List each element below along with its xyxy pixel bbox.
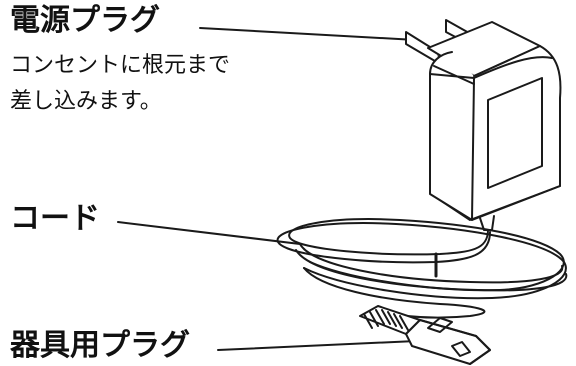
power-plug-leader-line	[199, 27, 417, 41]
appliance-plug-icon	[359, 305, 491, 365]
appliance-plug-label: 器具用プラグ	[10, 328, 190, 363]
cord-label: コード	[10, 201, 100, 236]
appliance-plug-leader-line	[217, 339, 439, 351]
power-plug-label: 電源プラグ	[10, 3, 160, 38]
cord-leader-line	[117, 221, 301, 245]
power-plug-description-line2: 差し込みます。	[10, 89, 162, 114]
power-plug-description-line1: コンセントに根元まで	[10, 53, 231, 78]
coiled-cord-icon	[276, 218, 568, 319]
ac-adapter-icon	[427, 21, 562, 231]
